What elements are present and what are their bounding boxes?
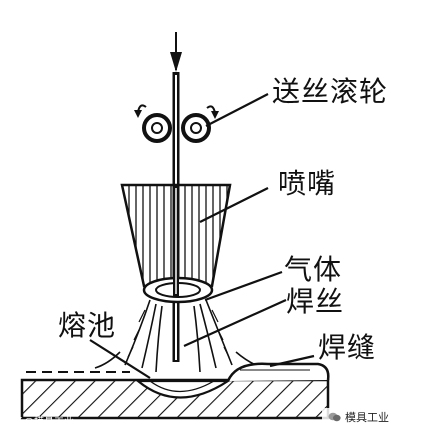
workpiece: [20, 362, 330, 420]
watermark-right: 模具工业: [322, 408, 395, 426]
label-gas: 气体: [284, 253, 343, 286]
leader-lines: [89, 93, 315, 379]
label-welding-wire: 焊丝: [286, 285, 345, 318]
feed-direction-arrow: [170, 32, 182, 72]
label-weld-seam: 焊缝: [318, 331, 377, 364]
label-wire-feed-roller: 送丝滚轮: [272, 75, 389, 108]
wechat-icon: [328, 412, 341, 422]
watermark-right-text: 模具工业: [345, 411, 389, 424]
nozzle-shape: [120, 183, 232, 304]
watermark-left: 头条@模具工业: [4, 417, 74, 428]
label-nozzle: 喷嘴: [278, 167, 337, 200]
shielding-gas: [94, 299, 265, 373]
wire-feed-rollers: [134, 104, 219, 143]
label-molten-pool: 熔池: [58, 309, 117, 342]
